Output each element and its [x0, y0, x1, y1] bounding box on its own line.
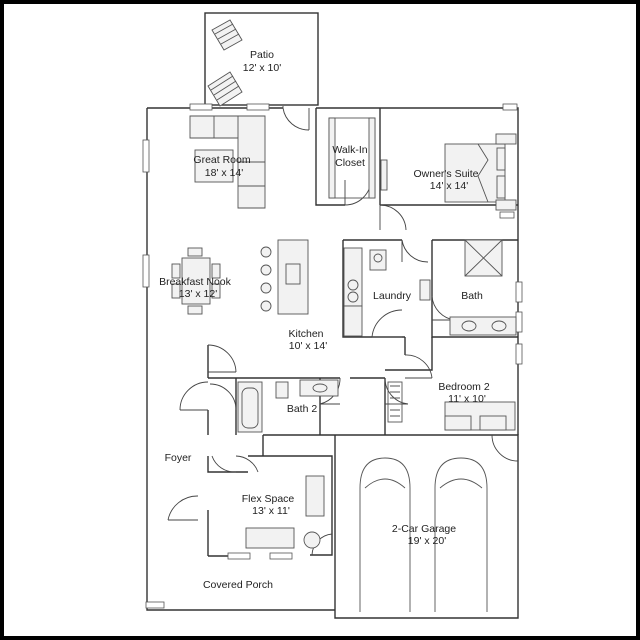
room-labels: Patio 12' x 10' Great Room 18' x 14' Wal… [159, 49, 490, 591]
sectional-sofa [189, 115, 266, 209]
garage-cars [359, 457, 488, 612]
patio-area [204, 12, 319, 107]
great-room-label: Great Room [193, 154, 250, 166]
garage-label: 2-Car Garage [392, 523, 456, 535]
patio-size: 12' x 10' [243, 62, 281, 74]
closet-shelves [328, 117, 388, 199]
garage-size: 19' x 20' [408, 535, 446, 547]
owners-suite-label: Owner's Suite [413, 168, 478, 180]
kitchen-size: 10' x 14' [289, 340, 327, 352]
walk-in-closet-label-2: Closet [335, 157, 365, 169]
bedroom-2-bed [387, 381, 516, 431]
patio-chair-2 [207, 71, 243, 107]
breakfast-nook-size: 13' x 12' [179, 288, 217, 300]
laundry-fixtures [343, 247, 431, 337]
owner-bath-fixtures [449, 239, 517, 336]
kitchen-label: Kitchen [288, 328, 323, 340]
laundry-label: Laundry [373, 290, 412, 302]
paper [4, 4, 636, 636]
patio-label: Patio [250, 49, 274, 61]
bath-label: Bath [461, 290, 483, 302]
bath-2-label: Bath 2 [287, 403, 318, 415]
dining-table [171, 247, 221, 315]
walk-in-closet-label-1: Walk-In [332, 144, 367, 156]
kitchen-island [260, 239, 309, 315]
bath-2-fixtures [237, 379, 339, 433]
bedroom-2-label: Bedroom 2 [438, 381, 490, 393]
coffee-table [194, 149, 234, 183]
flex-space-size: 13' x 11' [252, 505, 290, 517]
flex-furniture [245, 475, 325, 549]
owners-suite-size: 14' x 14' [430, 180, 468, 192]
covered-porch-label: Covered Porch [203, 579, 273, 591]
flex-space-label: Flex Space [242, 493, 295, 505]
bedroom-2-size: 11' x 10' [448, 393, 486, 405]
windows [142, 103, 523, 609]
breakfast-nook-label: Breakfast Nook [159, 276, 232, 288]
patio-chair-1 [211, 19, 243, 51]
owners-bed [444, 133, 517, 211]
foyer-label: Foyer [165, 452, 192, 464]
great-room-size: 18' x 14' [205, 167, 243, 179]
